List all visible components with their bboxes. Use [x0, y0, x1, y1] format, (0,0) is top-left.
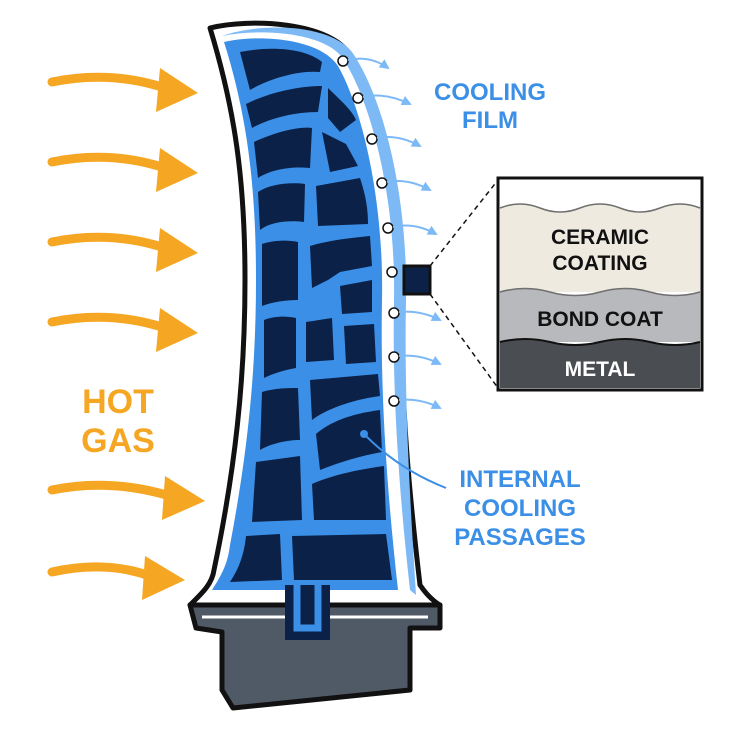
blade-material-cells [230, 48, 392, 582]
cooling-hole [352, 92, 412, 106]
hot-gas-arrow [47, 148, 198, 192]
hot-gas-arrow [47, 476, 205, 520]
hot-gas-label-line2: GAS [81, 422, 155, 460]
film-cooling-holes [337, 55, 442, 409]
hot-gas-arrow [47, 68, 198, 112]
ceramic-coating-label-line2: COATING [552, 252, 647, 275]
hot-gas-arrow [47, 556, 185, 600]
bond-coat-layer [500, 288, 700, 342]
hot-gas-arrows [47, 68, 205, 600]
hot-gas-label-line1: HOT [82, 383, 154, 421]
bond-coat-label: BOND COAT [537, 308, 663, 331]
cooling-hole [386, 266, 398, 278]
cooling-hole [376, 177, 432, 191]
internal-cooling-label-line1: INTERNAL [459, 466, 580, 493]
metal-label: METAL [565, 358, 636, 381]
inset-leader-top [429, 179, 499, 267]
internal-cooling-label-line2: COOLING [464, 495, 576, 522]
coating-layers-inset: CERAMIC COATING BOND COAT METAL [496, 176, 704, 392]
cooling-hole [337, 55, 390, 70]
cooling-hole [388, 395, 442, 409]
cooling-film-label-line2: FILM [462, 107, 518, 134]
cooling-hole [382, 222, 438, 235]
magnifier-marker [402, 264, 432, 296]
cooling-hole [366, 133, 422, 147]
cooling-hole [388, 351, 442, 365]
hot-gas-arrow [47, 308, 198, 352]
ceramic-coating-label-line1: CERAMIC [551, 226, 649, 249]
cooling-hole [388, 307, 442, 321]
ceramic-coating-layer [500, 204, 700, 292]
metal-layer [500, 339, 700, 388]
inset-leader-bottom [429, 293, 499, 389]
internal-passage-leader [365, 435, 447, 489]
cooling-film-label-line1: COOLING [434, 79, 546, 106]
hot-gas-arrow [47, 228, 198, 272]
blade-root [187, 602, 443, 711]
internal-cooling-label-line3: PASSAGES [454, 524, 586, 551]
